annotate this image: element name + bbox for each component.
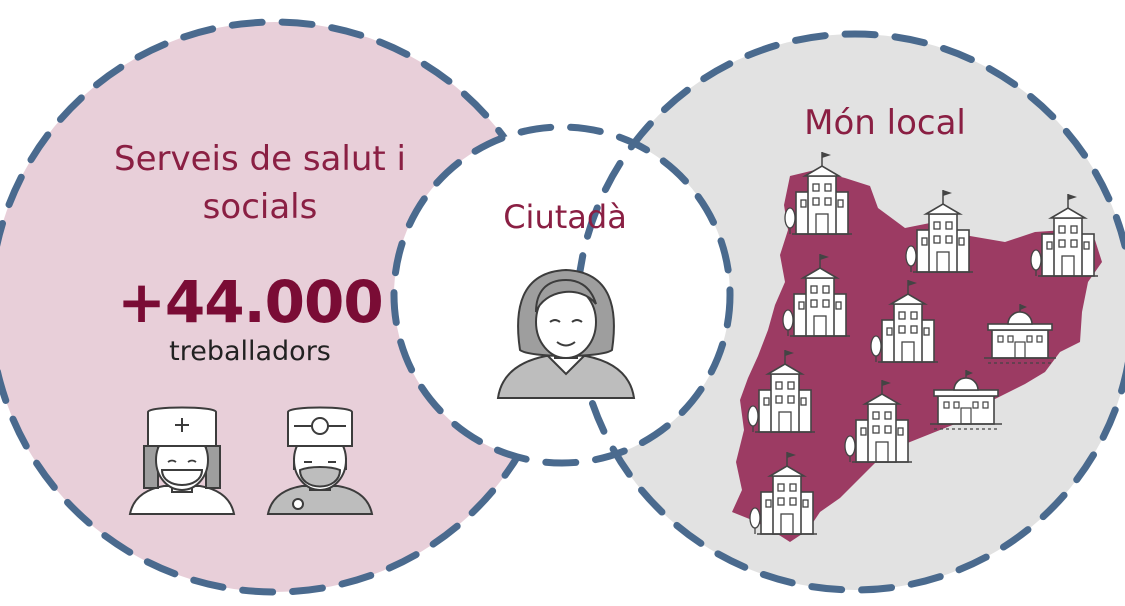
left-circle-title: Serveis de salut i socials [114, 139, 406, 227]
workers-label: treballadors [169, 336, 331, 367]
doctor-icon [266, 406, 374, 515]
workers-count-stat: +44.000 [117, 268, 383, 336]
nurse-icon [128, 406, 236, 515]
right-circle-title: Món local [804, 103, 966, 143]
center-circle-title: Ciutadà [503, 198, 627, 236]
citizen-woman-icon [496, 268, 636, 399]
